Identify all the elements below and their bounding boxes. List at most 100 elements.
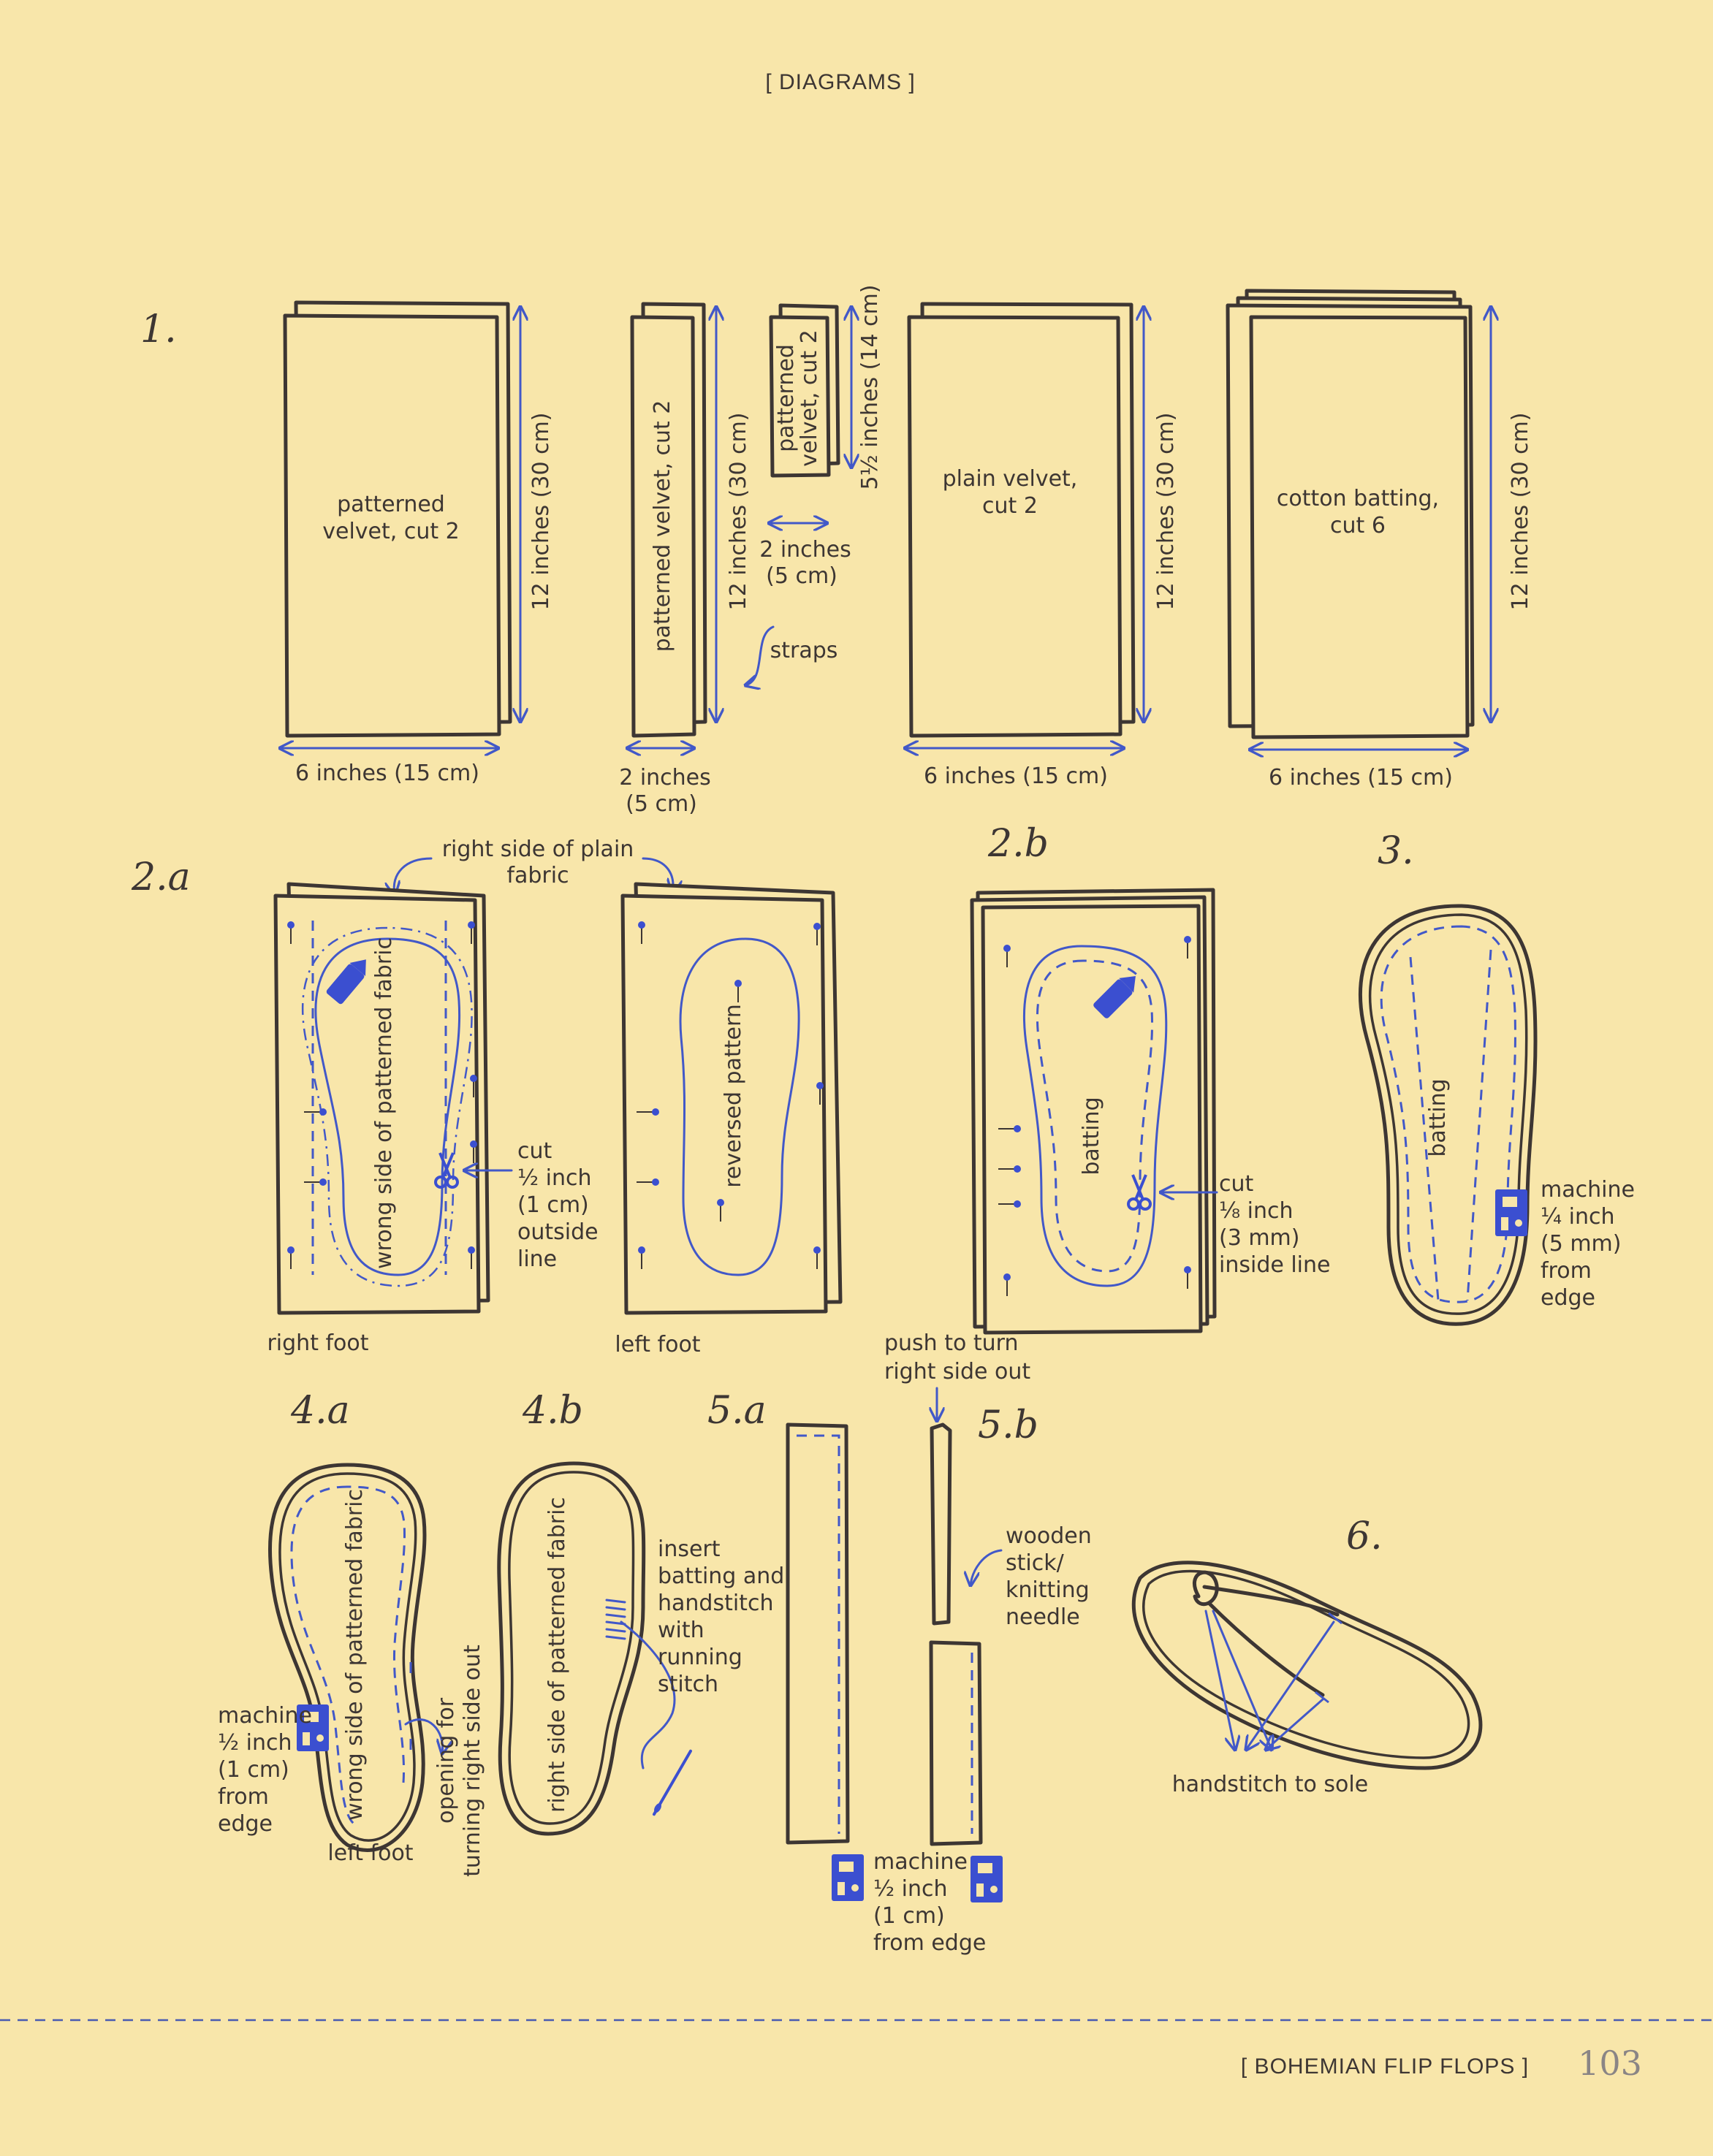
fabric-side-label: reversed pattern: [721, 1004, 746, 1188]
panel-label: cut 6: [1330, 513, 1386, 538]
step-number: 2.b: [987, 822, 1049, 866]
machine-callout: machine: [873, 1849, 968, 1875]
cut-callout: outside: [517, 1219, 599, 1245]
strap-label: patterned: [773, 344, 799, 452]
sewing-machine-icon: [971, 1856, 1003, 1902]
scissors-icon: [1127, 1174, 1152, 1211]
machine-callout: (5 mm): [1541, 1231, 1621, 1257]
strap-panel: [769, 315, 831, 478]
strap-label: velvet, cut 2: [797, 330, 822, 467]
fabric-panel: [273, 894, 481, 1315]
cut-callout: inside line: [1219, 1252, 1331, 1278]
panel-label: patterned velvet, cut 2: [650, 400, 675, 652]
insert-callout: insert: [658, 1536, 721, 1562]
scissors-icon: [434, 1152, 459, 1189]
stitch-line: [797, 1434, 840, 1834]
panel-label: patterned: [337, 492, 445, 517]
straps-callout-arrow: [745, 625, 775, 685]
stitch-line: [346, 1485, 406, 1783]
step-4b: 4.b right side of patterned fabric inser…: [497, 1389, 784, 1836]
machine-callout: from: [218, 1784, 269, 1810]
step-6: 6. handstitch to sole: [1131, 1515, 1483, 1797]
thread: [620, 1620, 676, 1770]
stick-callout: wooden: [1006, 1523, 1092, 1549]
width-dimension: (5 cm): [626, 791, 697, 817]
machine-callout: ¼ inch: [1541, 1204, 1614, 1230]
quilt-line: [1409, 956, 1440, 1301]
running-stitch-marks: [605, 1599, 626, 1640]
machine-callout: (1 cm): [218, 1757, 289, 1783]
fabric-side-label: wrong side of patterned fabric: [342, 1489, 368, 1821]
cut-callout: cut: [517, 1138, 552, 1164]
panel-label: velvet, cut 2: [322, 519, 460, 544]
needle-icon: [653, 1749, 692, 1816]
strap-tube: [929, 1640, 983, 1846]
opening-arrow: [404, 1718, 443, 1753]
cut-callout: cut: [1219, 1171, 1254, 1197]
step-4a: 4.a wrong side of patterned fabric machi…: [218, 1389, 485, 1877]
machine-callout: from: [1541, 1258, 1592, 1284]
machine-callout: from edge: [873, 1930, 986, 1956]
sole-outline-inner: [278, 1472, 417, 1842]
strap-tube: [786, 1422, 850, 1845]
step-number: 4.a: [290, 1389, 350, 1433]
foot-pattern-outline: [1022, 945, 1168, 1287]
step-number: 3.: [1378, 829, 1414, 873]
footer-section: [ BOHEMIAN FLIP FLOPS ]: [1241, 2054, 1529, 2079]
handstitch-arrow: [1204, 1610, 1235, 1750]
step-1: 1. patterned velvet, cut 2 12 inches (30…: [140, 284, 1533, 817]
straps-callout: straps: [770, 638, 838, 663]
push-callout: right side out: [884, 1359, 1030, 1384]
cut-line-outer: [301, 926, 473, 1287]
page-number: 103: [1578, 2043, 1642, 2083]
step-number: 4.b: [522, 1389, 583, 1433]
fabric-side-label: wrong side of patterned fabric: [371, 937, 397, 1269]
step-number: 5.a: [707, 1389, 767, 1433]
knotted-strap: [1192, 1570, 1340, 1697]
batting-label: batting: [1079, 1097, 1104, 1175]
sewing-machine-icon: [1495, 1189, 1527, 1236]
stitch-mark: [1328, 1612, 1342, 1625]
machine-callout: machine: [218, 1703, 312, 1729]
marker-pen-icon: [326, 959, 366, 1005]
foot-pattern-outline: [679, 937, 800, 1276]
stick-callout: needle: [1006, 1604, 1080, 1630]
left-foot-label: left foot: [327, 1840, 413, 1866]
handstitch-arrow: [1266, 1698, 1324, 1750]
height-dimension: 12 inches (30 cm): [726, 412, 751, 610]
step-number: 2.a: [131, 856, 191, 899]
right-foot-label: right foot: [267, 1330, 368, 1356]
fabric-side-label: right side of patterned fabric: [544, 1497, 570, 1813]
finished-sole: [1131, 1561, 1483, 1770]
width-dimension: 2 inches: [619, 765, 711, 791]
handstitch-arrow: [1212, 1610, 1272, 1750]
insert-callout: with: [658, 1618, 704, 1643]
width-dimension: 6 inches (15 cm): [1269, 765, 1453, 791]
machine-callout: edge: [218, 1811, 273, 1837]
insert-callout: handstitch: [658, 1591, 773, 1616]
insert-callout: batting and: [658, 1563, 784, 1589]
panel-label: plain velvet,: [943, 466, 1078, 492]
cut-callout: ½ inch: [517, 1165, 591, 1191]
step-5: 5.a 5.b push to turn right side out wood…: [707, 1330, 1092, 1956]
page-header: [ DIAGRAMS ]: [765, 70, 915, 94]
width-dimension: (5 cm): [766, 563, 837, 589]
step-number: 6.: [1346, 1515, 1383, 1558]
width-dimension: 6 inches (15 cm): [295, 761, 479, 786]
batting-panel: [1249, 315, 1470, 739]
panel-label: cotton batting,: [1277, 486, 1439, 511]
height-dimension: 12 inches (30 cm): [1153, 412, 1179, 610]
machine-callout: (1 cm): [873, 1903, 945, 1929]
step-3: 3. batting machine ¼ inch (5 mm) from ed…: [1359, 829, 1635, 1326]
stitch-mark: [1315, 1691, 1329, 1704]
width-dimension: 6 inches (15 cm): [924, 763, 1108, 789]
fabric-panel: [283, 313, 501, 738]
sole-outline: [267, 1463, 427, 1852]
cut-callout: ⅛ inch: [1219, 1198, 1293, 1224]
machine-callout: ½ inch: [218, 1730, 292, 1756]
sewing-machine-icon: [832, 1854, 864, 1901]
cut-callout: (3 mm): [1219, 1225, 1299, 1251]
sole-outline: [497, 1461, 646, 1836]
